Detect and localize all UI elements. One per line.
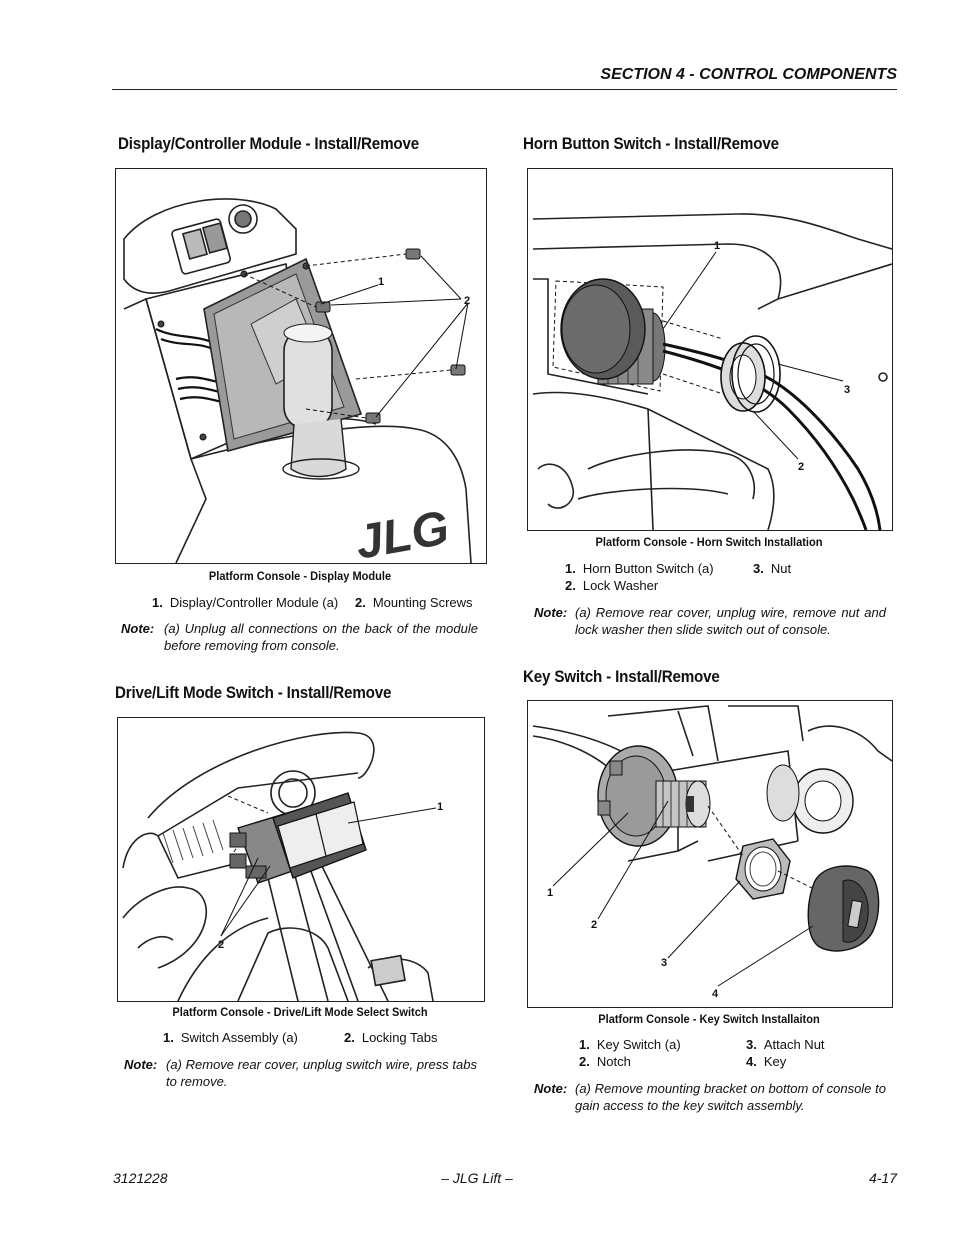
horn-callout-1: 1	[714, 240, 720, 252]
key-legend-item-1: 1. Key Switch (a)	[579, 1037, 681, 1052]
key-legend-item-2: 2. Notch	[579, 1054, 631, 1069]
key-legend-item-3: 3. Attach Nut	[746, 1037, 825, 1052]
display-figure-caption: Platform Console - Display Module	[208, 569, 392, 583]
horn-legend-item-1: 1. Horn Button Switch (a)	[565, 561, 714, 576]
display-callout-2: 2	[464, 295, 470, 307]
display-section-title: Display/Controller Module - Install/Remo…	[118, 135, 419, 153]
key-note: Note: (a) Remove mounting bracket on bot…	[534, 1081, 886, 1113]
header-rule	[112, 89, 897, 90]
display-note: Note: (a) Unplug all connections on the …	[121, 621, 478, 653]
drive-note: Note: (a) Remove rear cover, unplug swit…	[124, 1057, 477, 1089]
drive-figure-caption: Platform Console - Drive/Lift Mode Selec…	[172, 1005, 428, 1019]
footer-page-number: 4-17	[868, 1170, 897, 1186]
horn-legend-item-3: 3. Nut	[753, 561, 792, 576]
footer-doc-number: 3121228	[113, 1170, 168, 1186]
key-callout-3: 3	[661, 957, 667, 969]
horn-note: Note: (a) Remove rear cover, unplug wire…	[534, 605, 886, 637]
display-callout-1: 1	[378, 276, 384, 288]
drive-switch-illustration: 1 2	[122, 731, 443, 1001]
horn-section-title: Horn Button Switch - Install/Remove	[523, 135, 779, 153]
drive-legend-item-1: 1. Switch Assembly (a)	[163, 1030, 298, 1045]
key-legend-item-4: 4. Key	[746, 1054, 787, 1069]
key-section-title: Key Switch - Install/Remove	[523, 668, 720, 686]
footer-center: – JLG Lift –	[441, 1170, 513, 1186]
horn-callout-3: 3	[844, 384, 850, 396]
drive-section-title: Drive/Lift Mode Switch - Install/Remove	[115, 684, 392, 702]
display-legend-item-1: 1. Display/Controller Module (a)	[152, 595, 339, 610]
drive-callout-2: 2	[218, 939, 224, 951]
drive-legend-item-2: 2. Locking Tabs	[344, 1030, 438, 1045]
drive-legend: 1. Switch Assembly (a) 2. Locking Tabs	[163, 1029, 438, 1046]
horn-switch-figure: 1 3 2	[527, 168, 893, 531]
section-title: SECTION 4 - CONTROL COMPONENTS	[600, 66, 897, 83]
horn-callout-2: 2	[798, 461, 804, 473]
display-legend: 1. Display/Controller Module (a) 2. Moun…	[152, 594, 473, 611]
key-callout-2: 2	[591, 919, 597, 931]
horn-switch-illustration: 1 3 2	[532, 213, 892, 530]
key-callout-1: 1	[547, 887, 553, 899]
display-module-illustration: 1 2 JLG	[123, 198, 472, 563]
display-module-figure: 1 2 JLG	[115, 168, 487, 564]
horn-legend-item-2: 2. Lock Washer	[565, 578, 659, 593]
key-callout-4: 4	[712, 988, 719, 1000]
drive-switch-figure: 1 2	[117, 717, 485, 1002]
horn-figure-caption: Platform Console - Horn Switch Installat…	[595, 535, 823, 549]
display-legend-item-2: 2. Mounting Screws	[355, 595, 473, 610]
jlg-logo: JLG	[352, 501, 453, 563]
key-switch-figure: 1 2 3 4	[527, 700, 893, 1008]
horn-legend: 1. Horn Button Switch (a) 3. Nut 2. Lock…	[565, 560, 791, 594]
key-figure-caption: Platform Console - Key Switch Installait…	[598, 1012, 820, 1026]
key-legend: 1. Key Switch (a) 3. Attach Nut 2. Notch…	[579, 1036, 825, 1070]
key-switch-illustration: 1 2 3 4	[532, 705, 892, 1000]
drive-callout-1: 1	[437, 801, 443, 813]
